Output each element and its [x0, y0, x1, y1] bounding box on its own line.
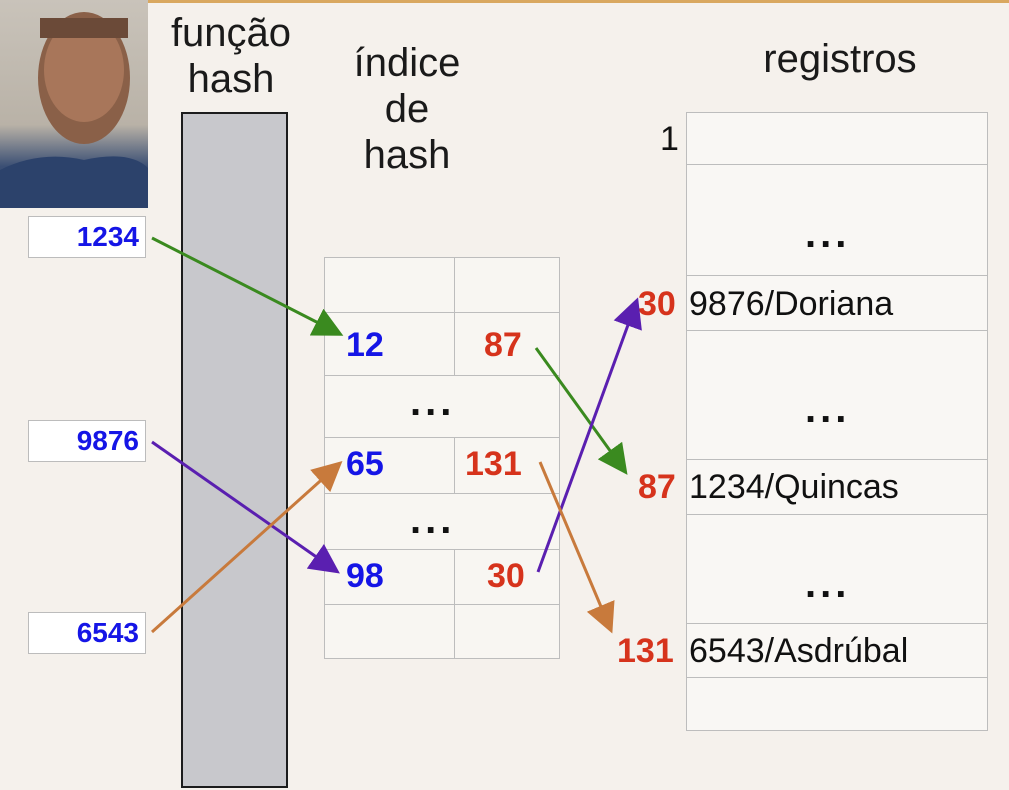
hash-function-bar	[181, 112, 288, 788]
record-cell	[686, 623, 988, 678]
key-box-1234: 1234	[28, 216, 146, 258]
index-key-12: 12	[346, 326, 384, 364]
arrow-30-to-record	[536, 297, 642, 573]
arrow-9876-to-98	[151, 440, 340, 574]
index-ellipsis: ...	[410, 380, 456, 424]
record-value-doriana: 9876/Doriana	[689, 285, 894, 323]
record-cell	[686, 677, 988, 731]
record-addr-131: 131	[617, 632, 674, 670]
index-ellipsis: ...	[410, 498, 456, 542]
record-addr-30: 30	[638, 285, 676, 323]
arrow-1234-to-12	[151, 236, 344, 336]
record-value-asdrubal: 6543/Asdrúbal	[689, 632, 909, 670]
record-cell	[686, 275, 988, 331]
key-box-9876: 9876	[28, 420, 146, 462]
index-cell	[454, 604, 560, 659]
record-value-quincas: 1234/Quincas	[689, 468, 899, 506]
heading-hash-function: função hash	[170, 11, 292, 101]
index-key-65: 65	[346, 445, 384, 483]
arrow-87-to-record	[534, 347, 628, 475]
index-addr-30: 30	[487, 557, 525, 595]
index-cell	[454, 257, 560, 313]
index-cell	[324, 375, 560, 438]
index-cell	[324, 604, 455, 659]
heading-hash-index: índice de hash	[353, 41, 461, 177]
index-cell	[324, 493, 560, 550]
record-cell	[686, 459, 988, 515]
records-ellipsis: ...	[805, 562, 851, 606]
record-label-1: 1	[660, 120, 679, 158]
index-cell	[324, 312, 455, 376]
index-addr-87: 87	[484, 326, 522, 364]
index-cell	[324, 549, 455, 605]
record-cell	[686, 514, 988, 624]
presenter-webcam	[0, 0, 148, 208]
key-box-6543: 6543	[28, 612, 146, 654]
record-cell	[686, 112, 988, 165]
index-addr-131: 131	[465, 445, 522, 483]
record-addr-87: 87	[638, 468, 676, 506]
arrow-6543-to-65	[150, 460, 343, 634]
heading-records: registros	[763, 37, 917, 81]
records-ellipsis: ...	[805, 212, 851, 256]
index-cell	[324, 437, 455, 494]
arrow-131-to-record	[538, 461, 615, 634]
records-ellipsis: ...	[805, 387, 851, 431]
presenter-silhouette	[0, 12, 148, 208]
index-key-98: 98	[346, 557, 384, 595]
top-accent-line	[0, 0, 1009, 3]
